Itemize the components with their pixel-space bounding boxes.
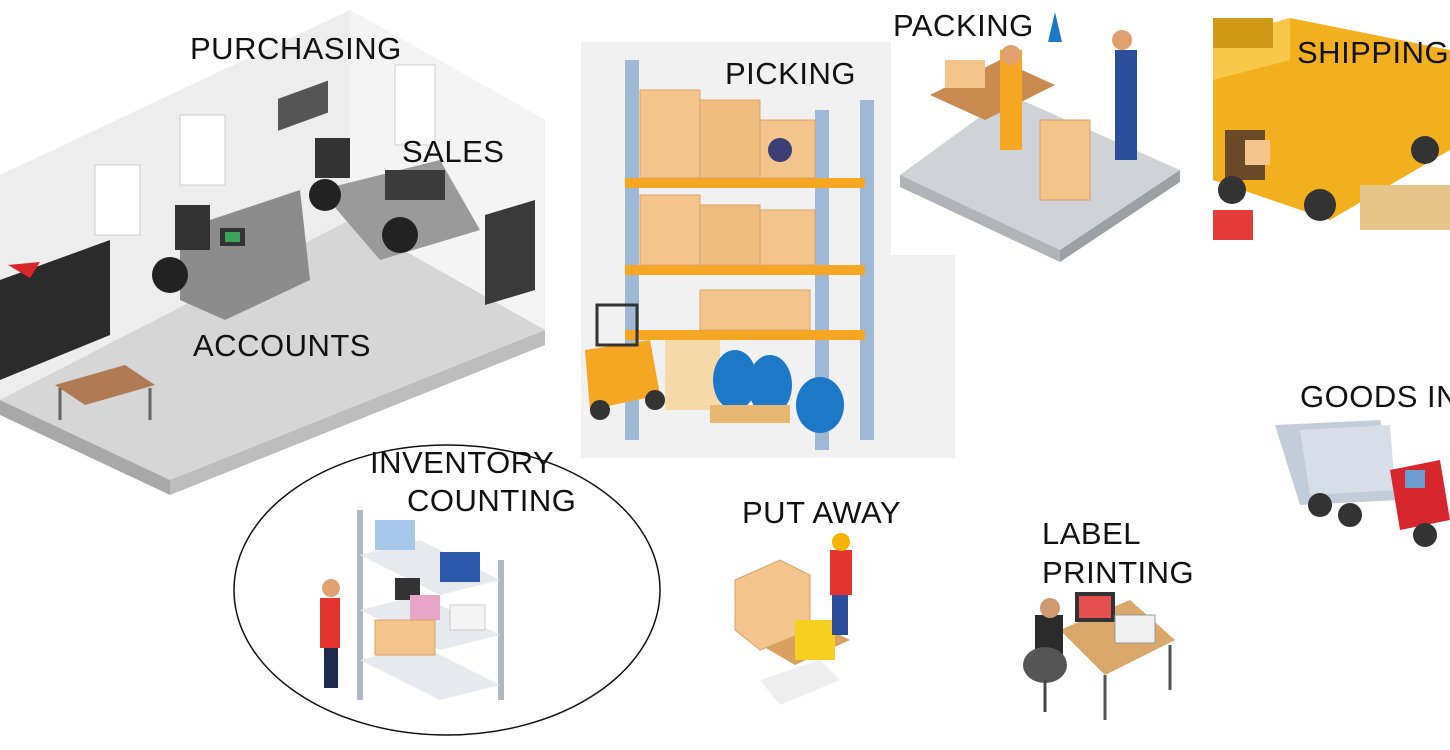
label-inventory: INVENTORY [370, 445, 555, 480]
label-goods-in: GOODS IN [1300, 379, 1450, 414]
label-sales: SALES [402, 134, 505, 169]
label-picking: PICKING [725, 56, 856, 91]
label-shipping: SHIPPING [1297, 35, 1450, 70]
inventory-counting-illustration [233, 444, 661, 736]
label-purchasing: PURCHASING [190, 31, 402, 66]
shipping-illustration [1213, 18, 1450, 240]
packing-illustration [900, 12, 1180, 262]
label-accounts: ACCOUNTS [193, 328, 371, 363]
label-packing: PACKING [893, 8, 1034, 43]
label-printing: PRINTING [1042, 555, 1195, 590]
put-away-illustration [734, 533, 852, 705]
label-label: LABEL [1042, 516, 1142, 551]
label-put-away: PUT AWAY [742, 495, 902, 530]
office-illustration [0, 10, 545, 495]
label-printing-illustration [1023, 592, 1175, 720]
goods-in-illustration [1275, 420, 1450, 547]
picking-illustration [581, 42, 955, 458]
label-counting: COUNTING [407, 483, 577, 518]
